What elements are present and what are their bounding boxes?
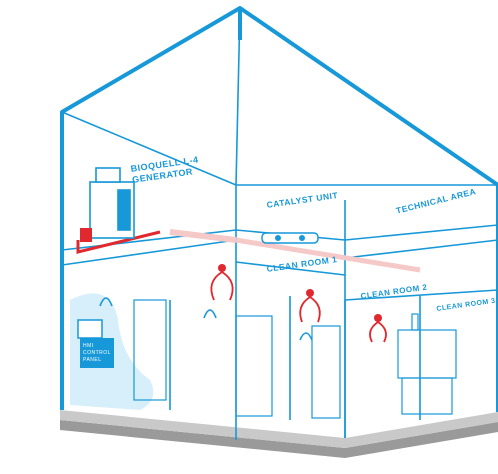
- hmi-label-line1: HMI: [83, 343, 94, 349]
- doors: [133, 299, 341, 419]
- catalyst-unit: [261, 232, 319, 244]
- nozzle-clean-room-2: [299, 289, 321, 323]
- floor-slab: [60, 410, 498, 458]
- hmi-label-line3: PANEL: [83, 357, 102, 363]
- nozzle-clean-room-1: [210, 264, 234, 301]
- safety-cabinet: [397, 313, 457, 415]
- hmi-label-line2: CONTROL: [83, 350, 111, 356]
- hmi-label: HMI CONTROL PANEL: [83, 343, 123, 364]
- nozzle-clean-room-3: [369, 314, 387, 343]
- bioquell-generator: [80, 167, 135, 242]
- return-air-arrows: [99, 297, 313, 341]
- hmi-control-panel: [77, 319, 114, 368]
